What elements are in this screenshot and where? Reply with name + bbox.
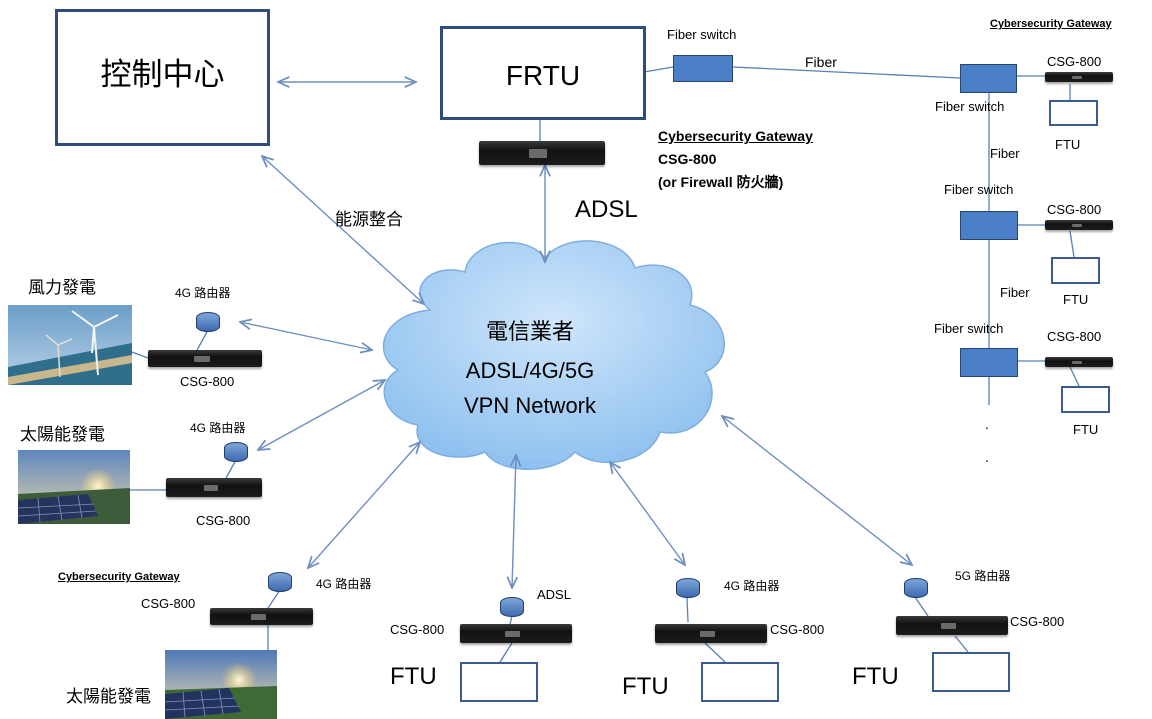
- csg-node1-label: CSG-800: [1047, 54, 1102, 69]
- solar2-router-icon: [268, 572, 292, 592]
- ftu-adsl-box: [460, 662, 538, 702]
- ellipsis-dot2: .: [985, 449, 989, 465]
- csg-top-title: Cybersecurity Gateway: [658, 128, 813, 144]
- adsl-main-label: ADSL: [575, 196, 638, 223]
- 5g-ftu-cloud-arrow: [722, 416, 912, 565]
- cloud-line1: 電信業者: [485, 319, 574, 344]
- ftu-adsl-label: FTU: [390, 663, 437, 690]
- control-center-box: 控制中心: [55, 9, 270, 146]
- ftu-4g-label: FTU: [622, 673, 669, 700]
- fiber-link2-label: Fiber: [990, 146, 1020, 161]
- solar1-title: 太陽能發電: [20, 425, 105, 444]
- wind-router-label: 4G 路由器: [175, 286, 231, 300]
- solar2-cloud-arrow: [308, 442, 420, 568]
- fiber-link3-label: Fiber: [1000, 285, 1030, 300]
- solar1-router-label: 4G 路由器: [190, 421, 246, 435]
- csg-top-note: (or Firewall 防火牆): [658, 174, 784, 190]
- ftu-5g-csg-label: CSG-800: [1010, 614, 1065, 629]
- vpn-cloud-shape: [382, 240, 725, 470]
- ftu-adsl-csg-device: [460, 624, 572, 643]
- control-cloud-arrow: [262, 156, 424, 304]
- fiber-switch-top-label: Fiber switch: [667, 27, 737, 42]
- ellipsis-dot1: .: [985, 416, 989, 432]
- ftu-adsl-csg-label: CSG-800: [390, 622, 445, 637]
- solar2-panel-image: [165, 650, 277, 719]
- fiber-gateway-title: Cybersecurity Gateway: [990, 18, 1112, 30]
- fiber-switch-node2: [960, 211, 1018, 240]
- ftu-4g-router-label: 4G 路由器: [724, 579, 780, 593]
- cloud-line3: VPN Network: [463, 393, 597, 418]
- ftu-5g-box: [932, 652, 1010, 692]
- solar2-title: 太陽能發電: [66, 687, 151, 706]
- solar2-csg-label: CSG-800: [141, 596, 196, 611]
- solar1-csg-device: [166, 478, 262, 497]
- fiber-switch-node3-label: Fiber switch: [934, 321, 1004, 336]
- frtu-label: FRTU: [505, 60, 581, 91]
- ftu-5g-csg-device: [896, 616, 1008, 635]
- solar1-csg-label: CSG-800: [196, 513, 251, 528]
- ftu-box-node3: [1061, 386, 1110, 413]
- fiber-switch-node3: [960, 348, 1018, 377]
- csg-device-node2: [1045, 220, 1113, 230]
- frtu-box: FRTU: [440, 26, 646, 120]
- csg-top-model: CSG-800: [658, 151, 717, 167]
- cloud-line2: ADSL/4G/5G: [465, 358, 595, 383]
- fiber-switch-node2-label: Fiber switch: [944, 182, 1014, 197]
- ftu-box-node1: [1049, 100, 1098, 126]
- solar-cloud-arrow: [258, 380, 385, 450]
- solar1-panel-image: [18, 450, 130, 524]
- ftu-adsl-router-label: ADSL: [537, 587, 571, 602]
- wind-router-icon: [196, 312, 220, 332]
- wind-turbine-image: [8, 305, 132, 385]
- wind-csg-device: [148, 350, 262, 367]
- solar1-router-icon: [224, 442, 248, 462]
- control-center-label: 控制中心: [100, 57, 225, 92]
- ftu-5g-router-label: 5G 路由器: [955, 569, 1011, 583]
- fiber-switch-top: [673, 55, 733, 82]
- solar2-gateway-title: Cybersecurity Gateway: [58, 571, 180, 583]
- csg-device-top: [479, 141, 605, 165]
- csg-device-node3: [1045, 357, 1113, 367]
- fiber-switch-node1-label: Fiber switch: [935, 99, 1005, 114]
- ftu-box-node2: [1051, 257, 1100, 284]
- solar2-router-label: 4G 路由器: [316, 577, 372, 591]
- adsl-ftu-cloud-arrow: [512, 455, 516, 588]
- ftu-4g-csg-label: CSG-800: [770, 622, 825, 637]
- ftu-node3-label: FTU: [1073, 422, 1099, 437]
- fiber-switch-node1: [960, 64, 1017, 93]
- wind-csg-label: CSG-800: [180, 374, 235, 389]
- csg-device-node1: [1045, 72, 1113, 82]
- solar2-csg-device: [210, 608, 313, 625]
- wind-title: 風力發電: [28, 278, 96, 297]
- csg-node2-label: CSG-800: [1047, 202, 1102, 217]
- energy-integration-label: 能源整合: [335, 210, 403, 229]
- ftu-5g-router-icon: [904, 578, 928, 598]
- ftu-4g-box: [701, 662, 779, 702]
- ftu-4g-csg-device: [655, 624, 767, 643]
- wind-cloud-arrow: [240, 322, 372, 350]
- ftu-4g-router-icon: [676, 578, 700, 598]
- ftu-adsl-router-icon: [500, 597, 524, 617]
- fiber-link-label: Fiber: [805, 54, 837, 70]
- ftu-node1-label: FTU: [1055, 137, 1081, 152]
- ftu-5g-label: FTU: [852, 663, 899, 690]
- 4g-ftu-cloud-arrow: [610, 462, 685, 565]
- ftu-node2-label: FTU: [1063, 292, 1089, 307]
- csg-node3-label: CSG-800: [1047, 329, 1102, 344]
